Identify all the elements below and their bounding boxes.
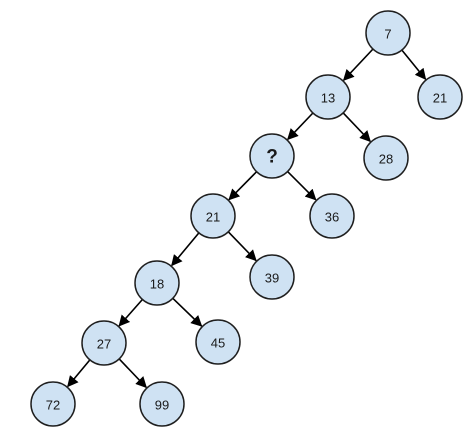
tree-node-18: 18 [134, 260, 180, 306]
tree-node-39: 39 [249, 254, 295, 300]
node-circle [249, 254, 295, 300]
node-circle [365, 10, 411, 56]
tree-node-27: 27 [81, 320, 127, 366]
node-circle [134, 260, 180, 306]
edge-21-to-39 [227, 231, 257, 262]
node-circle [305, 74, 351, 120]
edge-?-to-36 [287, 171, 317, 201]
nodes: 7 13 21? 28 21 36 18 39 27 45 72 99 [30, 10, 463, 427]
tree-node-unknown: ? [249, 133, 295, 179]
node-circle [309, 193, 355, 239]
node-circle [190, 193, 236, 239]
node-circle [195, 319, 241, 365]
node-circle [81, 320, 127, 366]
node-label: 36 [325, 210, 339, 225]
tree-node-7: 7 [365, 10, 411, 56]
node-circle [417, 74, 463, 120]
edge-?-to-21 [228, 171, 258, 201]
node-circle [139, 381, 185, 427]
edge-18-to-45 [172, 297, 203, 327]
tree-node-99: 99 [139, 381, 185, 427]
node-label: 27 [97, 337, 111, 352]
node-label: 39 [265, 271, 279, 286]
node-circle [249, 133, 295, 179]
node-label: 99 [155, 398, 169, 413]
node-label: 18 [150, 277, 164, 292]
edge-27-to-72 [67, 359, 91, 388]
node-label: 45 [211, 336, 225, 351]
edge-21-to-18 [171, 232, 200, 267]
node-label: 72 [46, 398, 60, 413]
node-label: 28 [379, 152, 393, 167]
edge-13-to-unknown [287, 112, 314, 141]
node-label: 7 [384, 27, 391, 42]
tree-node-28: 28 [363, 135, 409, 181]
edges [67, 48, 427, 389]
edge-7-to-21 [401, 49, 427, 80]
tree-node-45: 45 [195, 319, 241, 365]
edge-18-to-27 [118, 298, 143, 327]
node-label: ? [266, 147, 278, 168]
tree-node-21: 21 [417, 74, 463, 120]
node-label: 13 [321, 91, 335, 106]
tree-node-72: 72 [30, 381, 76, 427]
node-circle [30, 381, 76, 427]
node-label: 21 [206, 210, 220, 225]
node-circle [363, 135, 409, 181]
tree-node-21: 21 [190, 193, 236, 239]
edge-13-to-28 [342, 112, 371, 143]
edge-7-to-13 [342, 48, 374, 82]
node-label: 21 [433, 91, 447, 106]
edge-27-to-99 [118, 358, 147, 389]
tree-node-36: 36 [309, 193, 355, 239]
tree-node-13: 13 [305, 74, 351, 120]
